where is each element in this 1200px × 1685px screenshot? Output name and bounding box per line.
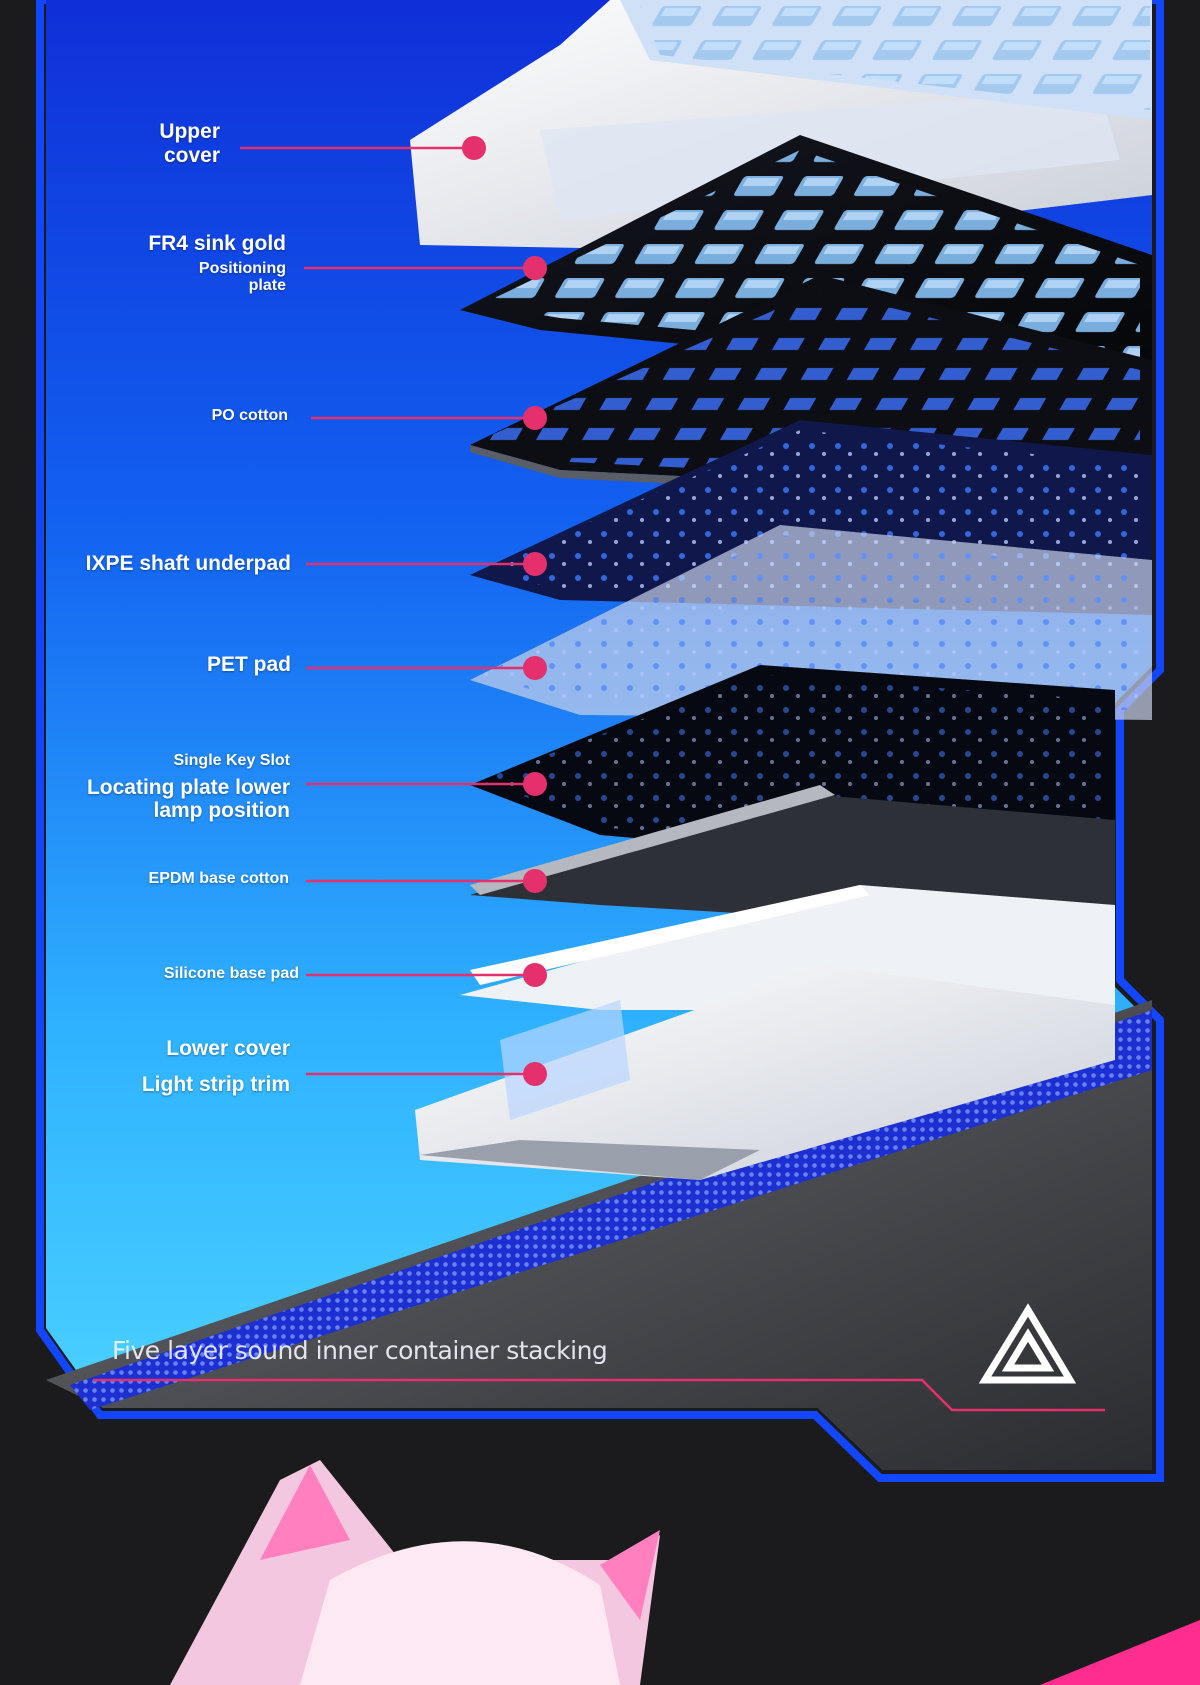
pointer-dots — [462, 136, 547, 1086]
single-key-line2: Locating plate lower — [86, 775, 290, 799]
footer-title: Five layer sound inner container stackin… — [112, 1336, 608, 1365]
pointer-dot — [523, 1062, 547, 1086]
upper-cover-line2: cover — [163, 143, 220, 167]
lower-cover-line1: Lower cover — [166, 1037, 290, 1060]
label-fr4-plate: FR4 sink gold Positioning plate — [100, 232, 286, 295]
pet-layer — [470, 525, 1152, 720]
label-lower-cover: Lower cover Light strip trim — [100, 1037, 290, 1096]
label-pet: PET pad — [206, 653, 291, 676]
label-upper-cover: Upper cover — [130, 120, 220, 167]
single-key-line3: lamp position — [153, 799, 291, 823]
pointer-dot — [523, 406, 547, 430]
pointer-dot — [523, 869, 547, 893]
label-ixpe: IXPE shaft underpad — [85, 552, 291, 575]
pointer-dot — [523, 772, 547, 796]
label-epdm: EPDM base cotton — [148, 870, 289, 887]
character-illustration — [170, 1460, 1200, 1685]
upper-cover-layer — [410, 0, 1152, 250]
fr4-line3: plate — [248, 277, 286, 295]
triangle-logo-icon — [978, 1303, 1077, 1384]
silicone-layer — [460, 885, 1115, 1010]
pointer-dot — [462, 136, 486, 160]
upper-cover-line1: Upper — [159, 120, 220, 143]
pointer-dot — [523, 552, 547, 576]
single-key-line1: Single Key Slot — [173, 752, 290, 769]
pointer-dot — [523, 963, 547, 987]
label-silicone: Silicone base pad — [163, 965, 299, 982]
pointer-dot — [523, 256, 547, 280]
label-po-cotton: PO cotton — [211, 407, 288, 424]
label-single-key-slot: Single Key Slot Locating plate lower lam… — [50, 752, 290, 823]
pointer-lines — [93, 146, 1105, 1412]
lower-cover-line2: Light strip trim — [141, 1072, 290, 1096]
lower-cover-layer — [415, 965, 1115, 1180]
fr4-line1: FR4 sink gold — [148, 232, 286, 255]
fr4-line2: Positioning — [198, 259, 286, 277]
pointer-dot — [523, 656, 547, 680]
